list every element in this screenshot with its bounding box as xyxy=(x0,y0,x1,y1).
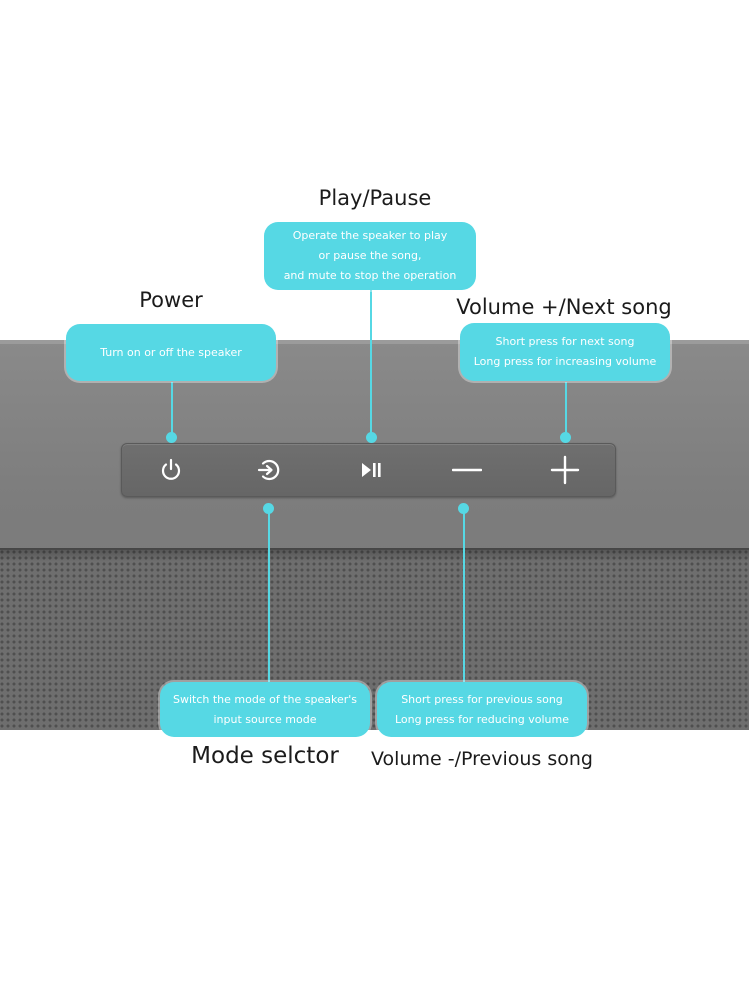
power-callout: Turn on or off the speaker xyxy=(66,324,276,381)
minus-icon[interactable] xyxy=(452,455,482,485)
volume-up-dot xyxy=(560,432,571,443)
callout-line: Long press for reducing volume xyxy=(394,712,570,726)
play-pause-dot xyxy=(366,432,377,443)
volume-down-title: Volume -/Previous song xyxy=(371,748,593,770)
callout-line: and mute to stop the operation xyxy=(283,269,457,282)
callout-line: Long press for increasing volume xyxy=(473,355,657,368)
play-pause-title: Play/Pause xyxy=(318,186,432,210)
callout-line: input source mode xyxy=(213,712,317,726)
play-pause-callout: Operate the speaker to play or pause the… xyxy=(264,222,476,290)
grille-shadow xyxy=(0,548,749,562)
mode-input-icon[interactable] xyxy=(254,455,284,485)
play-pause-connector xyxy=(370,290,372,438)
volume-down-callout: Short press for previous song Long press… xyxy=(377,682,587,737)
speaker-grille xyxy=(0,548,749,730)
power-dot xyxy=(166,432,177,443)
mode-connector xyxy=(268,510,270,682)
volume-up-callout: Short press for next song Long press for… xyxy=(460,323,670,381)
volume-down-dot xyxy=(458,503,469,514)
mode-title: Mode selctor xyxy=(191,743,339,769)
callout-line: Short press for next song xyxy=(495,335,635,348)
plus-icon[interactable] xyxy=(550,455,580,485)
power-icon[interactable] xyxy=(156,455,186,485)
callout-line: Operate the speaker to play xyxy=(292,229,448,242)
callout-line: Turn on or off the speaker xyxy=(100,345,242,359)
volume-up-connector xyxy=(565,382,567,437)
mode-callout: Switch the mode of the speaker's input s… xyxy=(160,682,370,737)
mode-dot xyxy=(263,503,274,514)
play-pause-icon[interactable] xyxy=(356,455,386,485)
callout-line: Switch the mode of the speaker's xyxy=(173,692,357,706)
speaker-top-edge xyxy=(0,340,749,344)
callout-line: Short press for previous song xyxy=(401,692,563,706)
power-title: Power xyxy=(139,288,203,312)
volume-up-title: Volume +/Next song xyxy=(456,295,672,319)
callout-line: or pause the song, xyxy=(318,249,422,262)
power-connector xyxy=(171,382,173,437)
volume-down-connector xyxy=(463,510,465,682)
